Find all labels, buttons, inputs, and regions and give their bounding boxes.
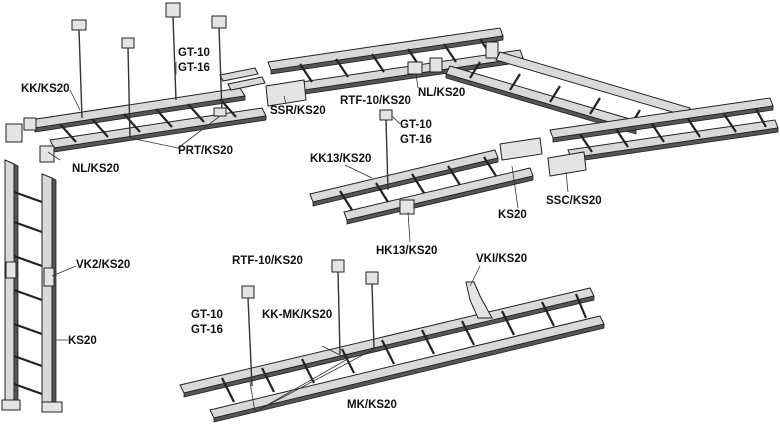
ladder-branch-right <box>445 51 691 135</box>
label-nl-ks20-left: NL/KS20 <box>72 163 119 175</box>
labels: KK/KS20 GT-10 GT-16 NL/KS20 PRT/KS20 VK2… <box>21 47 602 411</box>
ssr-splice-plate <box>265 79 307 107</box>
vertical-ladder <box>1 159 63 413</box>
ssc-splice-plates <box>499 137 587 177</box>
label-vk2-ks20: VK2/KS20 <box>76 259 130 271</box>
label-gt10-a: GT-10 <box>178 47 210 59</box>
label-gt10-c: GT-10 <box>191 309 223 321</box>
label-vki-ks20: VKI/KS20 <box>476 253 527 265</box>
label-hk13-ks20: HK13/KS20 <box>376 245 437 257</box>
label-gt16-c: GT-16 <box>191 324 223 336</box>
label-kk-mk-ks20: KK-MK/KS20 <box>262 309 332 321</box>
label-ks20-mid: KS20 <box>498 209 527 221</box>
label-mk-ks20: MK/KS20 <box>347 399 397 411</box>
label-ssc-ks20: SSC/KS20 <box>546 195 602 207</box>
nl-bracket-left <box>5 117 55 163</box>
label-ks20-left: KS20 <box>68 335 97 347</box>
label-kk-ks20: KK/KS20 <box>21 83 70 95</box>
label-gt16-b: GT-16 <box>400 134 432 146</box>
ladder-middle <box>309 109 534 225</box>
ladder-far-right <box>549 97 779 163</box>
label-prt-ks20: PRT/KS20 <box>178 145 233 157</box>
label-rtf10-ks20-b: RTF-10/KS20 <box>232 255 303 267</box>
label-gt16-a: GT-16 <box>178 62 210 74</box>
label-gt10-b: GT-10 <box>400 119 432 131</box>
ladder-top-right <box>267 27 524 97</box>
label-rtf10-ks20-a: RTF-10/KS20 <box>340 95 411 107</box>
label-nl-ks20-right: NL/KS20 <box>418 87 465 99</box>
ladder-top-left <box>29 67 267 153</box>
leader-lines <box>47 62 569 413</box>
hanger-rods-top-left <box>71 2 227 139</box>
hanger-rods-bottom <box>241 259 493 387</box>
label-kk13-ks20: KK13/KS20 <box>310 153 371 165</box>
label-ssr-ks20: SSR/KS20 <box>270 105 326 117</box>
